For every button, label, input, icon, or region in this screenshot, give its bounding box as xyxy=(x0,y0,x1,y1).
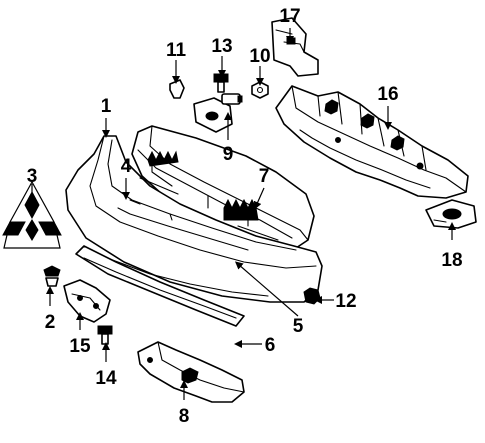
callout-16: 16 xyxy=(377,84,398,105)
callout-12: 12 xyxy=(335,291,356,312)
callout-9: 9 xyxy=(223,144,234,165)
callout-18: 18 xyxy=(441,250,462,271)
three-diamond-emblem-icon xyxy=(2,180,62,249)
callout-15: 15 xyxy=(69,336,91,357)
callout-4: 4 xyxy=(121,156,132,177)
callout-2: 2 xyxy=(45,312,56,333)
callout-11: 11 xyxy=(166,40,187,61)
bracket-part-18 xyxy=(425,199,477,229)
callout-8: 8 xyxy=(179,406,190,427)
leader-lines xyxy=(31,28,456,400)
bracket-part-9 xyxy=(193,93,243,133)
callout-7: 7 xyxy=(259,166,270,187)
side-bracket-part-15 xyxy=(63,279,111,323)
under-cover-part xyxy=(275,85,469,199)
skid-bracket-part xyxy=(137,341,245,403)
lower-strip-part xyxy=(75,245,245,327)
callout-6: 6 xyxy=(265,335,276,356)
callout-13: 13 xyxy=(211,36,232,57)
callout-3: 3 xyxy=(27,166,38,187)
callout-5: 5 xyxy=(293,316,304,337)
callout-14: 14 xyxy=(95,368,117,389)
callout-10: 10 xyxy=(249,46,270,67)
callout-17: 17 xyxy=(279,6,300,27)
grille-part xyxy=(139,150,279,241)
callout-1: 1 xyxy=(101,96,112,117)
